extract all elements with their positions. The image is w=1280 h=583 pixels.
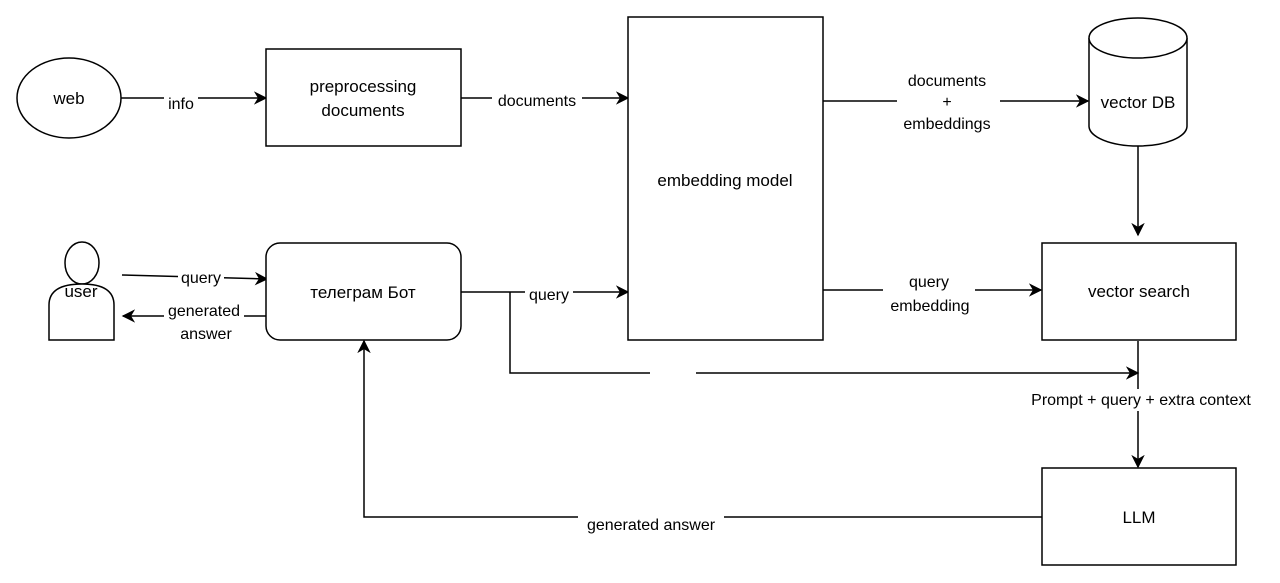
- node-vector-db: vector DB: [1088, 17, 1188, 147]
- label-query-embedding: query embedding: [883, 271, 975, 315]
- nodes-layer: web preprocessing documents embedding mo…: [16, 16, 1237, 566]
- user-person-icon: [48, 241, 115, 341]
- label-generated-answer-from-llm: generated answer: [578, 515, 724, 535]
- telegram-bot-box: [265, 242, 462, 341]
- user-label: user: [64, 282, 97, 301]
- label-info-text: info: [168, 96, 194, 113]
- label-generated-answer-line1: generated: [168, 303, 240, 320]
- node-preprocessing-documents: preprocessing documents: [265, 48, 462, 147]
- edge-labels-layer: info documents documents + embeddings qu…: [164, 70, 1264, 535]
- vector-db-label: vector DB: [1101, 93, 1176, 112]
- label-generated-answer-to-user: generated answer: [164, 301, 244, 345]
- web-ellipse: [16, 57, 122, 139]
- label-documents-text: documents: [498, 93, 576, 110]
- label-info: info: [164, 94, 198, 113]
- label-prompt-context: Prompt + query + extra context: [1018, 389, 1264, 411]
- label-user-query-text: query: [181, 270, 221, 287]
- vector-search-label: vector search: [1088, 282, 1190, 301]
- node-embedding-model: embedding model: [627, 16, 824, 341]
- telegram-bot-label: телеграм Бот: [310, 283, 416, 302]
- label-generated-answer-line2: answer: [180, 326, 232, 343]
- label-documents-embeddings-line1: documents: [908, 73, 986, 90]
- vector-db-cylinder-body: [1088, 38, 1188, 147]
- vector-search-box: [1041, 242, 1237, 341]
- label-documents: documents: [492, 91, 582, 110]
- embedding-model-label: embedding model: [657, 171, 792, 190]
- node-telegram-bot: телеграм Бот: [265, 242, 462, 341]
- label-documents-embeddings-line2: +: [942, 94, 951, 111]
- preprocessing-label-line1: preprocessing: [310, 77, 417, 96]
- label-documents-embeddings-line3: embeddings: [903, 116, 990, 133]
- label-bot-query: query: [525, 285, 573, 304]
- preprocessing-label-line2: documents: [321, 101, 404, 120]
- llm-box: [1041, 467, 1237, 566]
- node-web: web: [16, 57, 122, 139]
- node-vector-search: vector search: [1041, 242, 1237, 341]
- node-user: user: [48, 241, 115, 341]
- label-query-embedding-line1: query: [909, 274, 949, 291]
- label-generated-answer-from-llm-text: generated answer: [587, 517, 716, 534]
- node-llm: LLM: [1041, 467, 1237, 566]
- edge-llm-to-bot: [357, 339, 1042, 518]
- label-documents-embeddings: documents + embeddings: [897, 70, 1000, 134]
- preprocessing-box: [265, 48, 462, 147]
- label-bot-query-text: query: [529, 287, 569, 304]
- label-query-to-llm: [650, 364, 696, 383]
- llm-label: LLM: [1122, 508, 1155, 527]
- label-prompt-context-text: Prompt + query + extra context: [1031, 392, 1251, 409]
- web-label: web: [52, 89, 84, 108]
- edge-bot-query-to-llm: [509, 292, 1140, 380]
- label-query-embedding-line2: embedding: [890, 298, 969, 315]
- vector-db-cylinder-top: [1088, 17, 1188, 59]
- embedding-model-box: [627, 16, 824, 341]
- label-user-query: query: [178, 268, 224, 287]
